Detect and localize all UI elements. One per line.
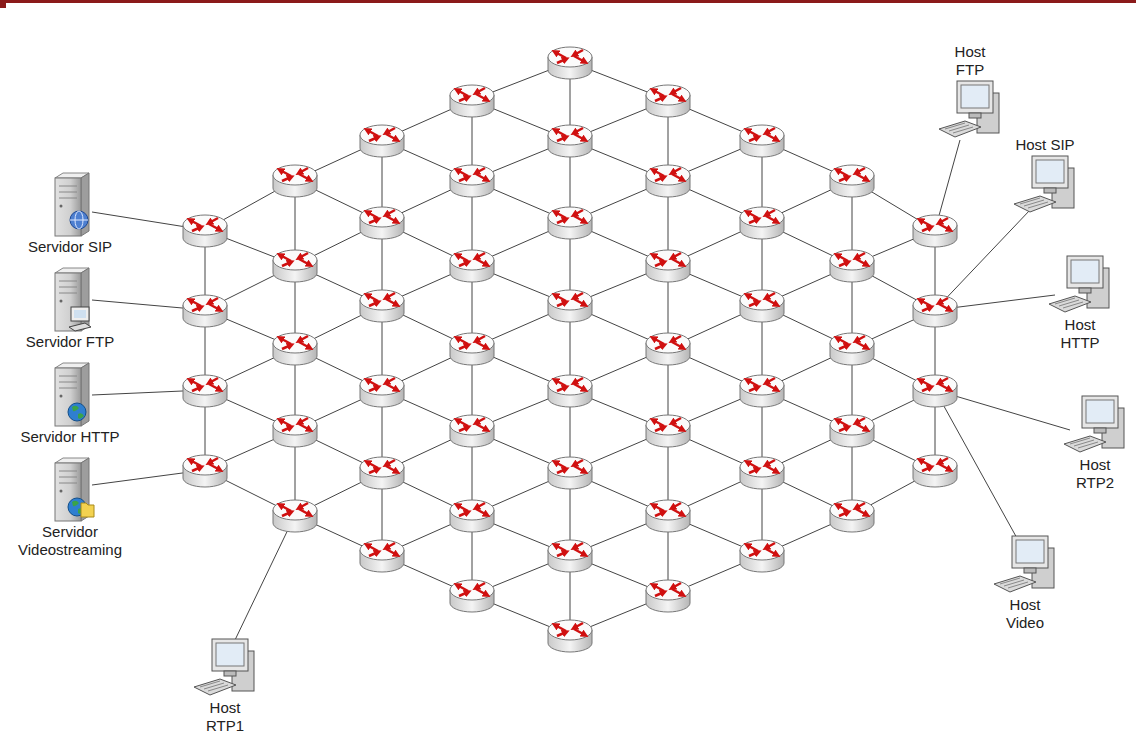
router-symbol bbox=[548, 540, 592, 572]
router-symbol bbox=[360, 540, 404, 572]
router-symbol bbox=[548, 207, 592, 239]
node-label: Host SIP bbox=[1015, 136, 1075, 154]
router-symbol bbox=[830, 165, 874, 197]
node-label: Host FTP bbox=[940, 43, 1000, 79]
host-node: Host SIP bbox=[1012, 136, 1078, 216]
mesh-links bbox=[92, 62, 1070, 640]
router-symbol bbox=[360, 207, 404, 239]
router-symbol bbox=[830, 333, 874, 365]
router-symbol bbox=[740, 457, 784, 489]
host-node: Host Video bbox=[992, 534, 1058, 632]
router-symbol bbox=[360, 290, 404, 322]
router-symbol bbox=[646, 580, 690, 612]
access-link bbox=[235, 515, 295, 640]
router-symbol bbox=[183, 455, 227, 487]
host-node: Host RTP1 bbox=[192, 637, 258, 735]
server-node: Servidor Videostreaming bbox=[8, 457, 133, 559]
router-symbol bbox=[360, 457, 404, 489]
computer-icon bbox=[937, 79, 1003, 141]
router-symbol bbox=[740, 125, 784, 157]
node-label: Servidor SIP bbox=[28, 238, 112, 256]
router-symbol bbox=[913, 455, 957, 487]
router-symbol bbox=[548, 125, 592, 157]
router-symbol bbox=[183, 295, 227, 327]
host-node: Host HTTP bbox=[1047, 254, 1113, 352]
node-label: Host RTP2 bbox=[1065, 456, 1125, 492]
router-symbol bbox=[273, 500, 317, 532]
router-symbol bbox=[830, 415, 874, 447]
router-symbol bbox=[450, 580, 494, 612]
router-symbol bbox=[548, 47, 592, 79]
host-node: Host FTP bbox=[937, 43, 1003, 141]
server-node: Servidor HTTP bbox=[20, 362, 119, 446]
node-label: Servidor Videostreaming bbox=[8, 523, 133, 559]
router-symbol bbox=[548, 457, 592, 489]
server-icon bbox=[45, 362, 95, 428]
router-symbol bbox=[830, 250, 874, 282]
router-symbol bbox=[740, 540, 784, 572]
computer-icon bbox=[1012, 154, 1078, 216]
router-symbol bbox=[913, 215, 957, 247]
router-symbol bbox=[273, 415, 317, 447]
computer-icon bbox=[1047, 254, 1113, 316]
router-symbol bbox=[450, 165, 494, 197]
router-symbol bbox=[548, 290, 592, 322]
router-symbol bbox=[740, 375, 784, 407]
computer-icon bbox=[192, 637, 258, 699]
router-symbol bbox=[646, 250, 690, 282]
router-symbol bbox=[360, 125, 404, 157]
router-symbol bbox=[548, 620, 592, 652]
router-symbol bbox=[913, 375, 957, 407]
router-symbol bbox=[450, 333, 494, 365]
router-symbol bbox=[450, 85, 494, 117]
router-symbol bbox=[273, 333, 317, 365]
computer-icon bbox=[992, 534, 1058, 596]
router-symbol bbox=[646, 500, 690, 532]
router-symbol bbox=[548, 375, 592, 407]
router-symbol bbox=[450, 250, 494, 282]
router-symbol bbox=[183, 375, 227, 407]
router-symbol bbox=[646, 165, 690, 197]
top-bar-corner bbox=[0, 0, 6, 8]
router-symbol bbox=[646, 415, 690, 447]
server-node: Servidor FTP bbox=[26, 267, 114, 351]
server-node: Servidor SIP bbox=[28, 172, 112, 256]
router-symbol bbox=[360, 375, 404, 407]
server-icon bbox=[45, 267, 95, 333]
router-symbol bbox=[830, 500, 874, 532]
top-bar bbox=[0, 0, 1136, 3]
routers bbox=[183, 47, 957, 652]
router-symbol bbox=[273, 250, 317, 282]
router-symbol bbox=[740, 290, 784, 322]
router-symbol bbox=[740, 207, 784, 239]
computer-icon bbox=[1062, 394, 1128, 456]
router-symbol bbox=[646, 333, 690, 365]
server-icon bbox=[45, 457, 95, 523]
router-symbol bbox=[273, 165, 317, 197]
node-label: Servidor FTP bbox=[26, 333, 114, 351]
router-symbol bbox=[183, 215, 227, 247]
node-label: Host RTP1 bbox=[195, 699, 255, 735]
router-symbol bbox=[646, 85, 690, 117]
node-label: Servidor HTTP bbox=[20, 428, 119, 446]
server-icon bbox=[45, 172, 95, 238]
node-label: Host Video bbox=[995, 596, 1055, 632]
host-node: Host RTP2 bbox=[1062, 394, 1128, 492]
router-symbol bbox=[913, 295, 957, 327]
router-symbol bbox=[450, 500, 494, 532]
router-symbol bbox=[450, 415, 494, 447]
node-label: Host HTTP bbox=[1050, 316, 1110, 352]
